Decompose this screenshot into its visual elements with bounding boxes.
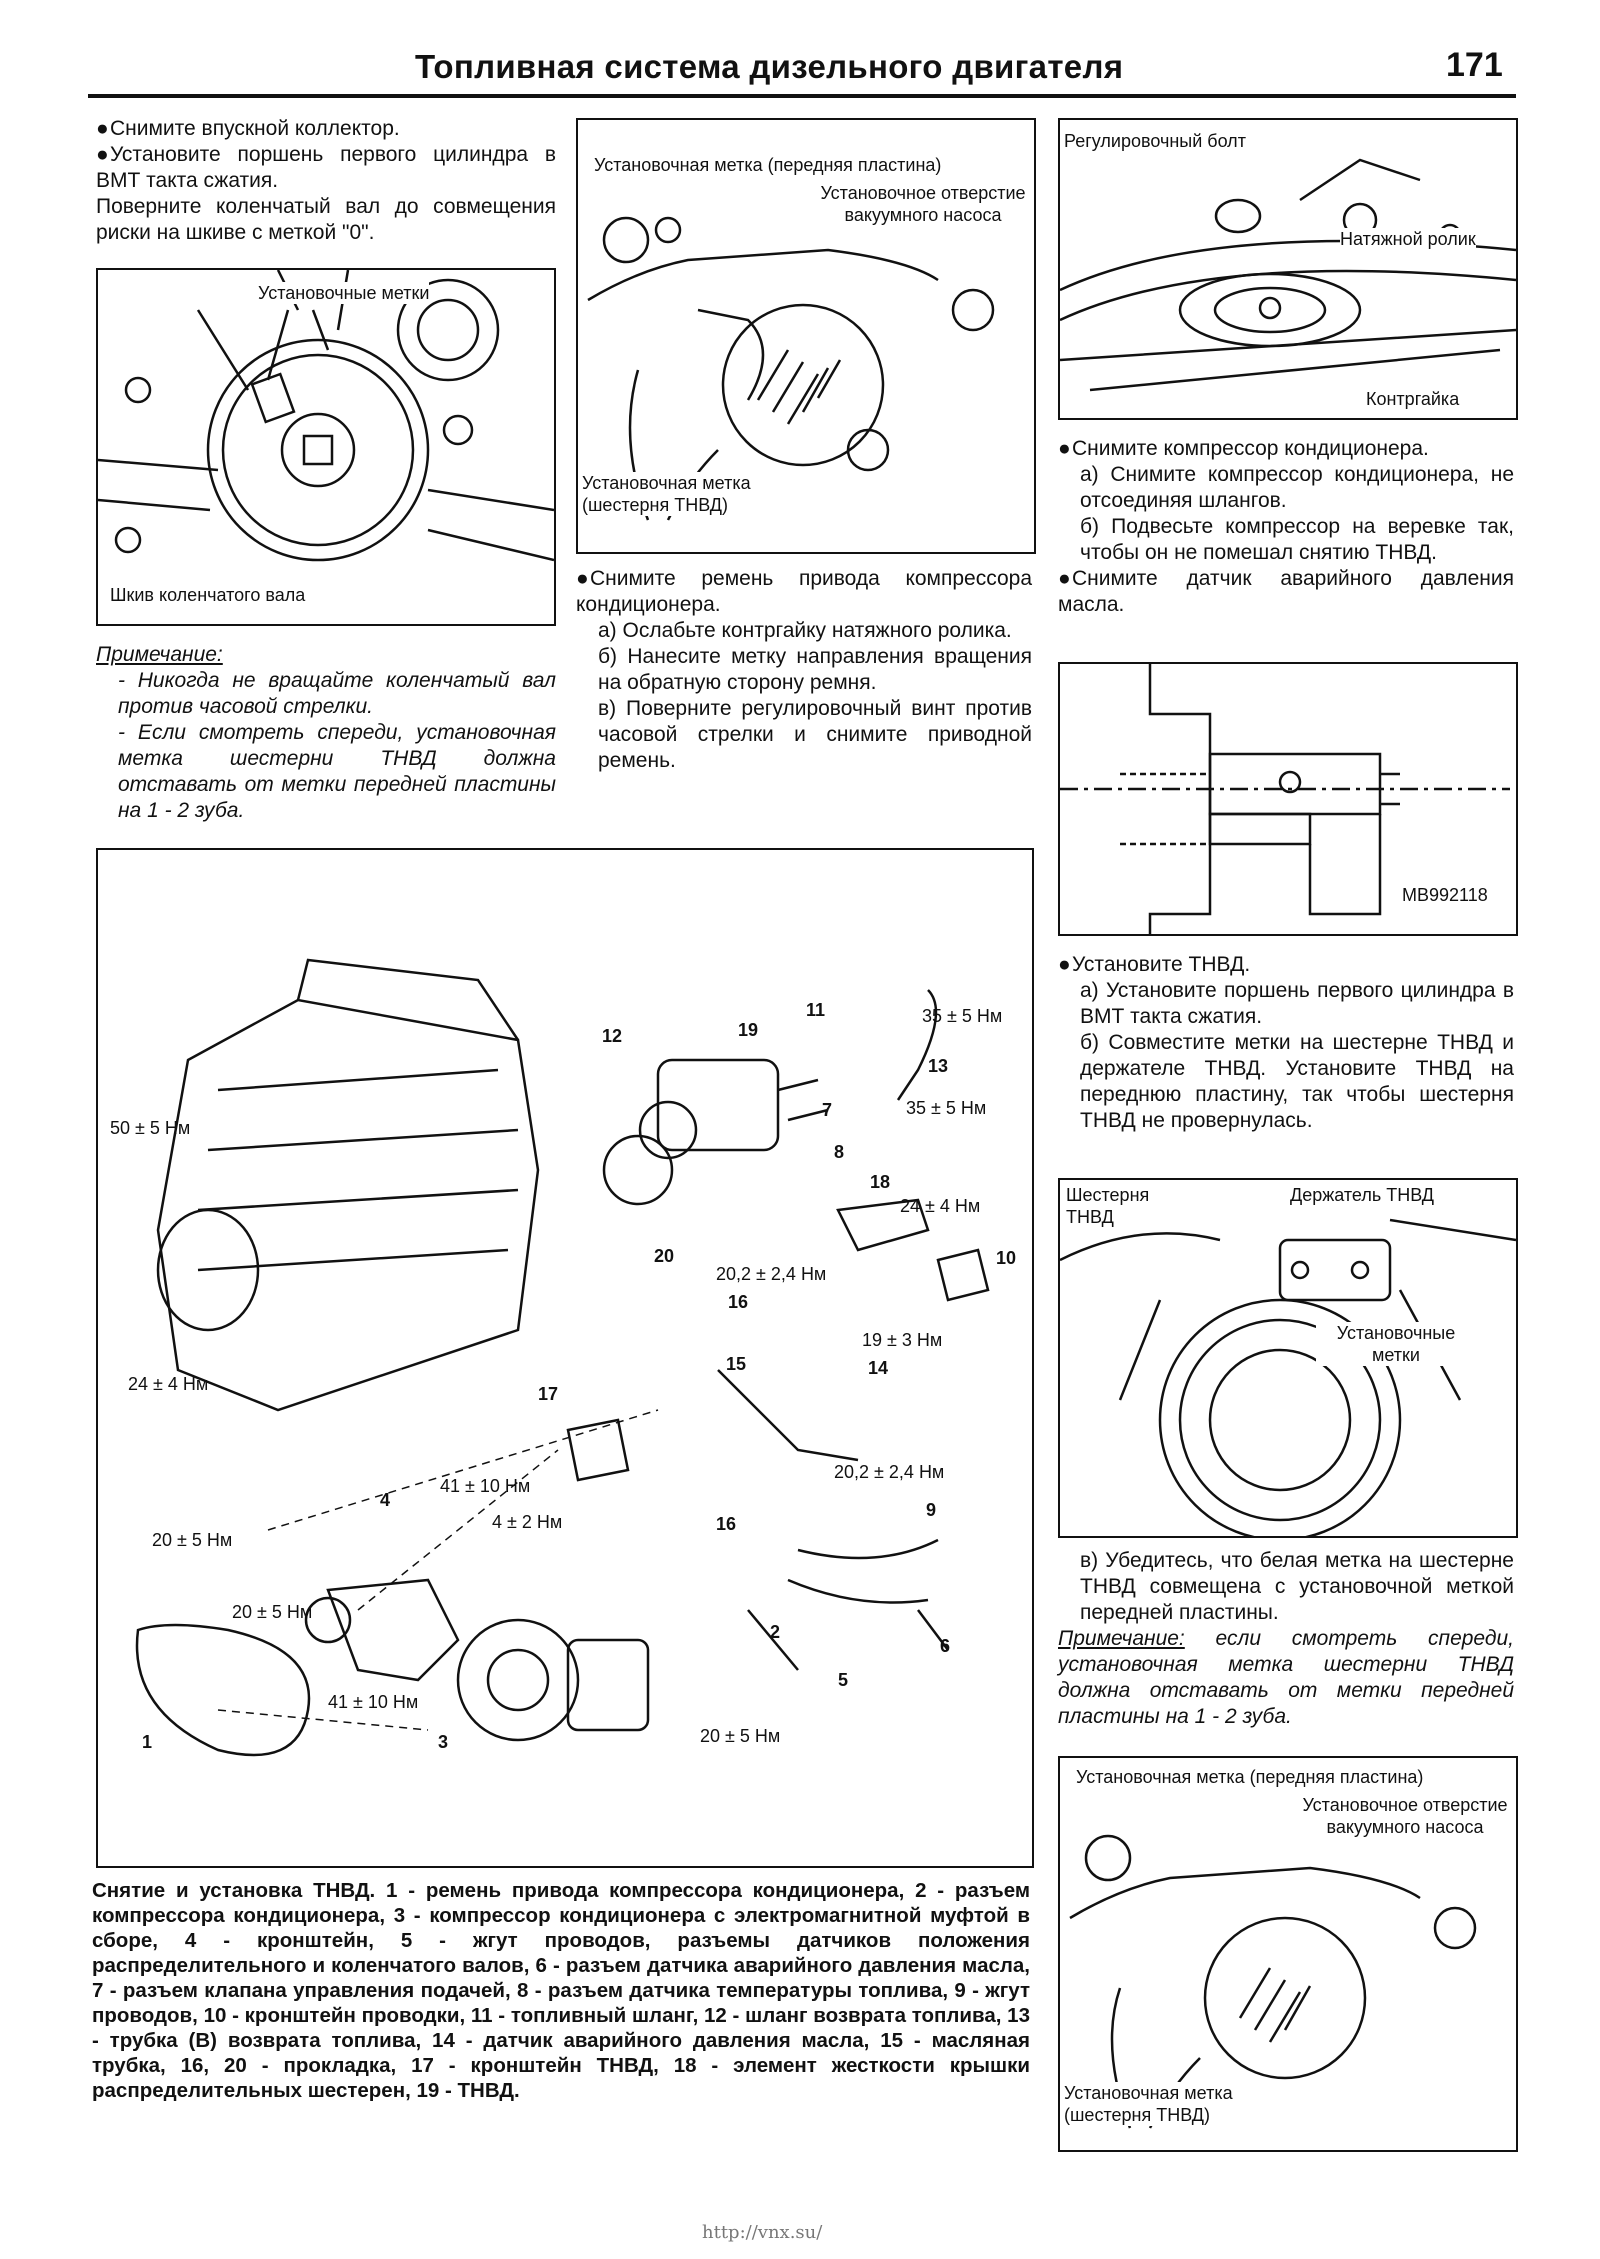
part-number: 16 [728, 1292, 749, 1312]
part-number: 19 [738, 1020, 759, 1040]
torque-label: 20 ± 5 Нм [700, 1726, 781, 1746]
part-number: 11 [806, 1000, 826, 1020]
col1-intro: ●Снимите впускной коллектор. ●Установите… [96, 117, 556, 244]
torque-label: 24 ± 4 Нм [900, 1196, 981, 1216]
fig6-label-pump-gear: Установочная метка (шестерня ТНВД) [1064, 2082, 1264, 2126]
torque-label: 20,2 ± 2,4 Нм [716, 1264, 827, 1284]
figure-timing-marks-2: Установочная метка (передняя пластина) У… [1058, 1756, 1518, 2152]
col1-note: Примечание: - Никогда не вращайте коленч… [96, 643, 556, 822]
fig5-label-holder: Держатель ТНВД [1290, 1184, 1434, 1206]
torque-label: 4 ± 2 Нм [492, 1512, 563, 1532]
torque-label: 50 ± 5 Нм [110, 1118, 191, 1138]
part-number: 8 [834, 1142, 845, 1162]
part-number: 4 [380, 1490, 391, 1510]
figure-special-tool: MB992118 [1058, 662, 1518, 936]
fig5-label-marks: Установочные метки [1316, 1322, 1476, 1366]
torque-label: 41 ± 10 Нм [440, 1476, 531, 1496]
fig5-label-gear: Шестерня ТНВД [1066, 1184, 1176, 1228]
figure-caption: Снятие и установка ТНВД. 1 - ремень прив… [92, 1879, 1030, 2102]
part-number: 7 [822, 1100, 833, 1120]
torque-label: 20 ± 5 Нм [232, 1602, 313, 1622]
fig3-label-locknut: Контргайка [1366, 388, 1460, 410]
figure-tensioner: Регулировочный болт Натяжной ролик Контр… [1058, 118, 1518, 420]
part-number: 12 [602, 1026, 623, 1046]
fig2-label-vacuum-hole: Установочное отверстие вакуумного насоса [818, 182, 1028, 226]
torque-label: 20,2 ± 2,4 Нм [834, 1462, 945, 1482]
page-title: Топливная система дизельного двигателя [415, 48, 1124, 85]
fig1-label-pulley: Шкив коленчатого вала [110, 584, 306, 606]
part-number: 13 [928, 1056, 949, 1076]
col3-text-3: в) Убедитесь, что белая метка на шестерн… [1058, 1549, 1514, 1728]
fig2-label-pump-gear: Установочная метка (шестерня ТНВД) [582, 472, 782, 516]
part-number: 6 [940, 1636, 951, 1656]
part-number: 20 [654, 1246, 675, 1266]
figure-pump-gear-holder: Шестерня ТНВД Держатель ТНВД Установочны… [1058, 1178, 1518, 1538]
part-number: 5 [838, 1670, 849, 1690]
torque-label: 41 ± 10 Нм [328, 1692, 419, 1712]
part-number: 9 [926, 1500, 937, 1520]
part-number: 15 [726, 1354, 747, 1374]
torque-label: 35 ± 5 Нм [922, 1006, 1003, 1026]
part-number: 17 [538, 1384, 559, 1404]
col3-text-2: ●Установите ТНВД. а) Установите поршень … [1058, 953, 1514, 1132]
figure-timing-marks: Установочная метка (передняя пластина) У… [576, 118, 1036, 554]
part-number: 16 [716, 1514, 737, 1534]
fig4-label-tool: MB992118 [1402, 884, 1488, 906]
torque-label: 35 ± 5 Нм [906, 1098, 987, 1118]
fig6-label-vacuum-hole: Установочное отверстие вакуумного насоса [1300, 1794, 1510, 1838]
fig3-label-idler: Натяжной ролик [1340, 228, 1476, 250]
torque-label: 24 ± 4 Нм [128, 1374, 209, 1394]
part-number: 3 [438, 1732, 449, 1752]
part-number: 18 [870, 1172, 891, 1192]
header-rule [88, 94, 1516, 98]
part-number: 1 [142, 1732, 153, 1752]
torque-label: 19 ± 3 Нм [862, 1330, 943, 1350]
part-number: 10 [996, 1248, 1017, 1268]
footer-url: http://vnx.su/ [702, 2222, 823, 2243]
part-number: 14 [868, 1358, 889, 1378]
page-number: 171 [1446, 46, 1503, 84]
figure-injection-pump-exploded: 50 ± 5 Нм 24 ± 4 Нм 35 ± 5 Нм 35 ± 5 Нм … [96, 848, 1034, 1868]
fig6-label-front-plate: Установочная метка (передняя пластина) [1076, 1766, 1424, 1788]
col3-text-1: ●Снимите компрессор кондиционера. а) Сни… [1058, 437, 1514, 616]
fig3-label-adjust-bolt: Регулировочный болт [1064, 130, 1246, 152]
part-number: 2 [770, 1622, 781, 1642]
col2-text: ●Снимите ремень привода компрессора конд… [576, 567, 1032, 772]
fig2-label-front-plate: Установочная метка (передняя пластина) [594, 154, 942, 176]
fig1-label-marks: Установочные метки [258, 282, 430, 304]
torque-label: 20 ± 5 Нм [152, 1530, 233, 1550]
figure-crankshaft-pulley: Установочные метки Шкив коленчатого вала [96, 268, 556, 626]
